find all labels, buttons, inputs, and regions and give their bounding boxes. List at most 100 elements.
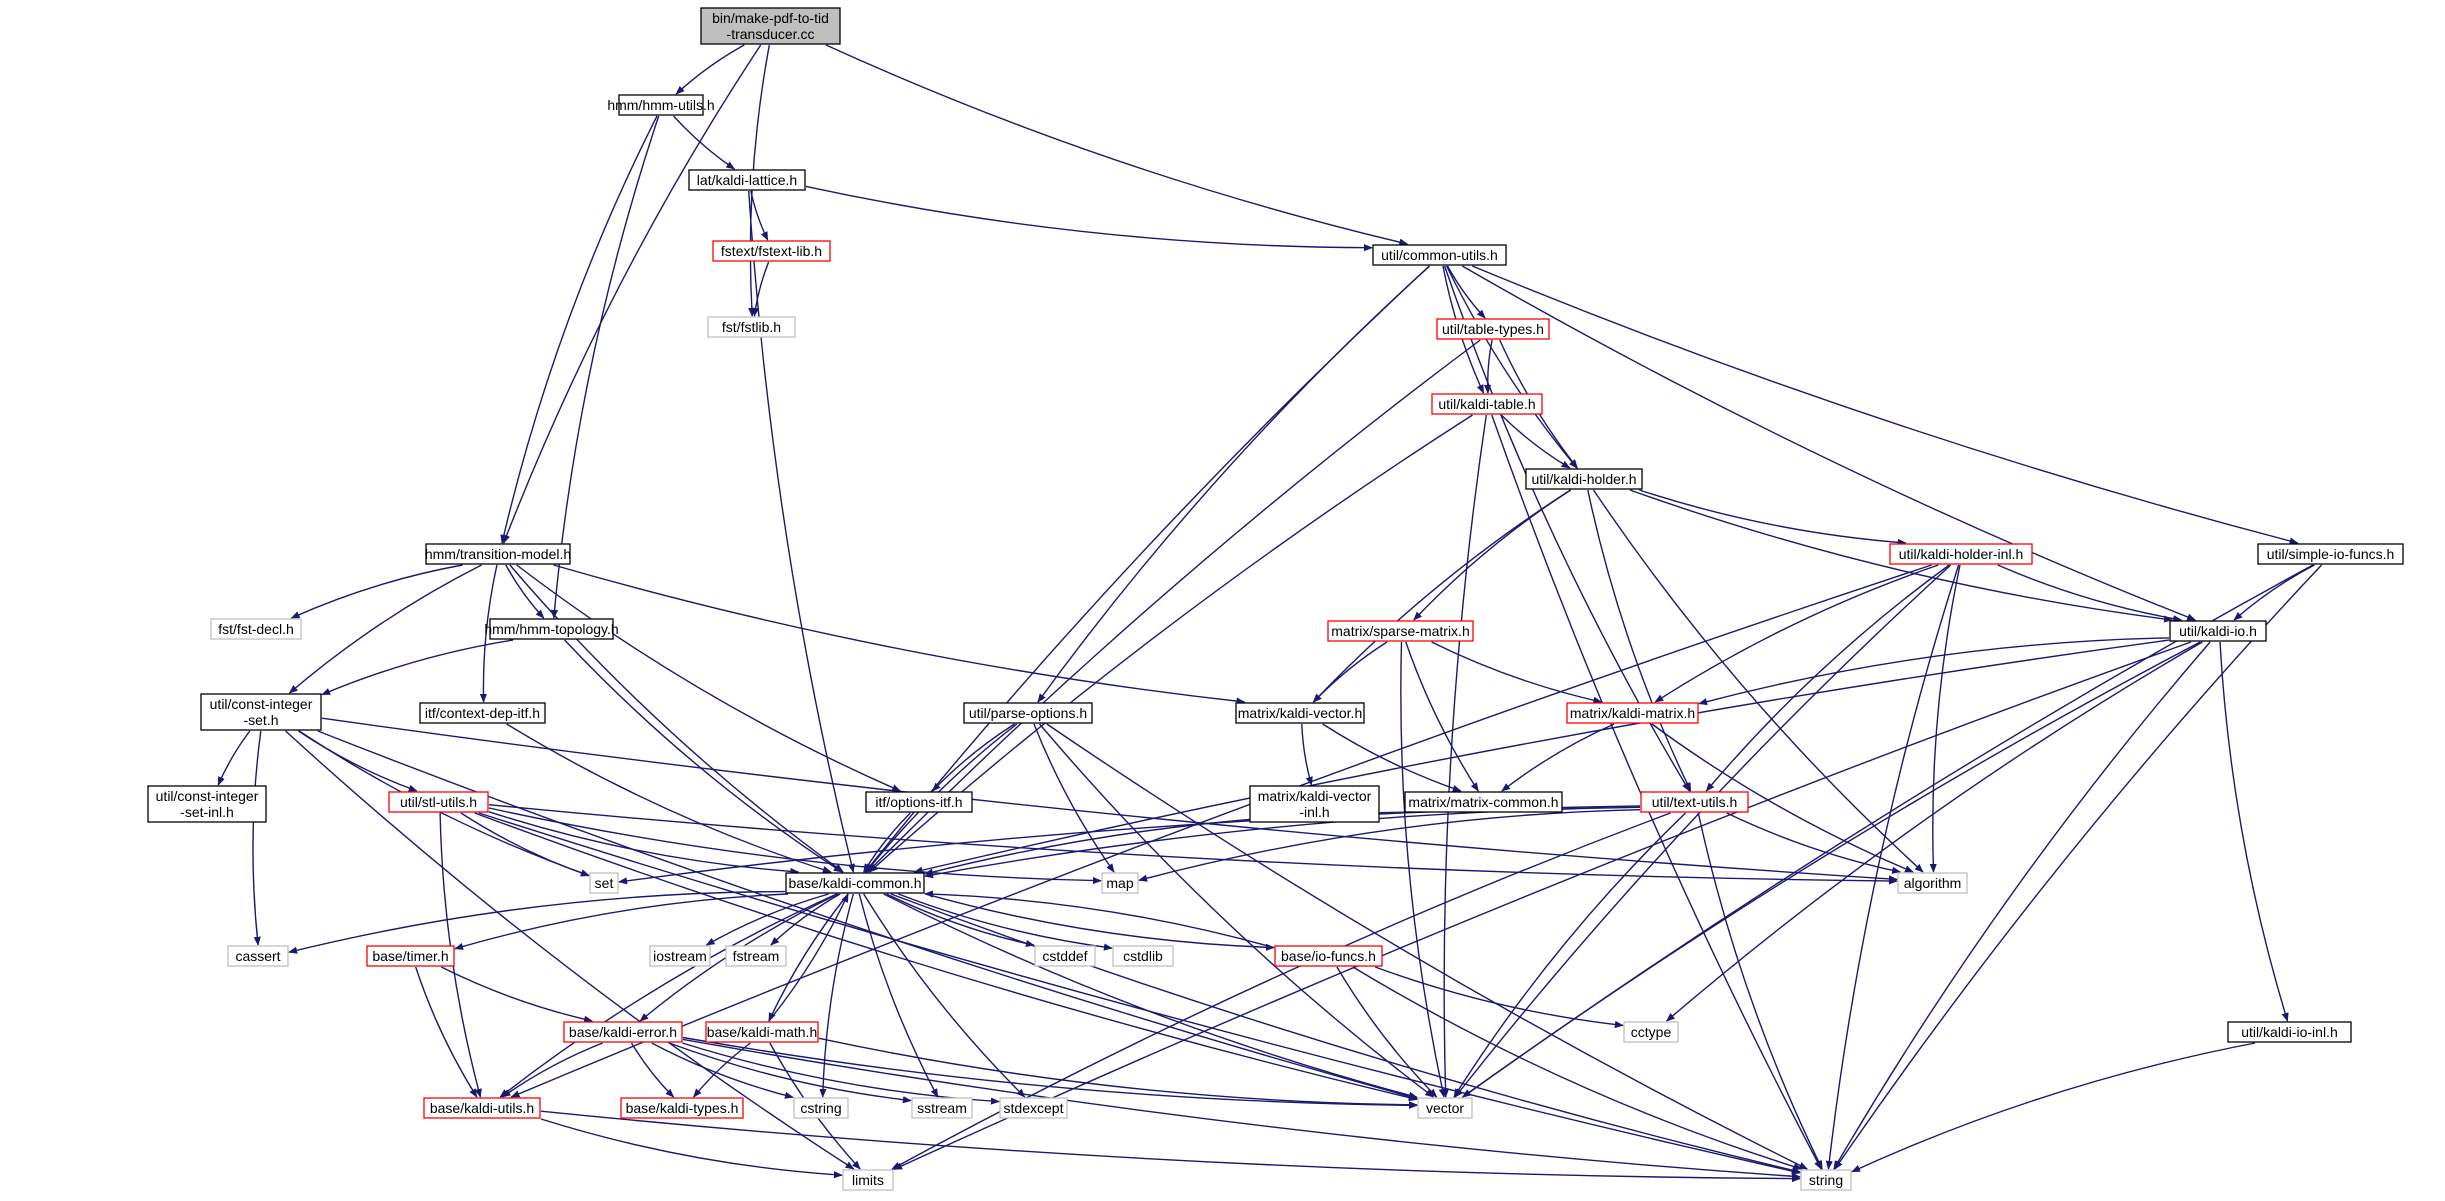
node-kaldi-error[interactable]: base/kaldi-error.h xyxy=(563,1021,683,1043)
node-kaldi-utils[interactable]: base/kaldi-utils.h xyxy=(423,1097,541,1119)
node-hmm-utils[interactable]: hmm/hmm-utils.h xyxy=(607,94,715,116)
node-label: util/kaldi-holder.h xyxy=(1531,471,1636,487)
node-box xyxy=(589,872,619,894)
node-transition-model[interactable]: hmm/transition-model.h xyxy=(425,543,571,565)
edge-kaldi_io_inl-to-string xyxy=(1851,1042,2256,1173)
edge-transition_model-to-kaldi_common xyxy=(509,564,844,873)
edge-table_types-to-kaldi_common xyxy=(867,339,1481,873)
node-label: -set.h xyxy=(243,712,278,728)
node-label: util/common-utils.h xyxy=(1381,247,1498,263)
node-box xyxy=(705,1021,819,1043)
node-iostream: iostream xyxy=(649,945,711,967)
node-label: hmm/transition-model.h xyxy=(425,546,571,562)
node-const-integer-set[interactable]: util/const-integer-set.h xyxy=(200,693,322,731)
node-timer[interactable]: base/timer.h xyxy=(366,945,455,967)
node-cstring: cstring xyxy=(793,1097,849,1119)
node-kaldi-holder[interactable]: util/kaldi-holder.h xyxy=(1525,468,1643,490)
node-text-utils[interactable]: util/text-utils.h xyxy=(1640,791,1749,813)
node-string: string xyxy=(1800,1169,1852,1191)
edge-stl_utils-to-kaldi_common xyxy=(488,811,800,876)
node-label: vector xyxy=(1426,1100,1464,1116)
edge-kaldi_holder-to-sparse_matrix xyxy=(1413,489,1572,621)
edge-kaldi_common-to-cstring xyxy=(819,893,854,1098)
node-kaldi-types[interactable]: base/kaldi-types.h xyxy=(620,1097,744,1119)
edge-hmm_utils-to-kaldi_lattice xyxy=(673,115,736,170)
edge-stl_utils-to-string xyxy=(478,812,1801,1175)
node-sparse-matrix[interactable]: matrix/sparse-matrix.h xyxy=(1327,620,1474,642)
edge-kaldi_io-to-kaldi_matrix xyxy=(1698,637,2170,706)
node-context-dep-itf[interactable]: itf/context-dep-itf.h xyxy=(419,702,546,724)
edge-kaldi_utils-to-string xyxy=(540,1110,1801,1183)
node-matrix-common[interactable]: matrix/matrix-common.h xyxy=(1404,791,1563,813)
node-kaldi-vector-inl[interactable]: matrix/kaldi-vector-inl.h xyxy=(1249,785,1380,823)
node-label: itf/context-dep-itf.h xyxy=(425,705,540,721)
edge-simple_io_funcs-to-string xyxy=(1834,564,2323,1170)
node-box xyxy=(1404,791,1563,813)
node-box xyxy=(2227,1021,2352,1043)
node-box xyxy=(1372,244,1507,266)
node-kaldi-table[interactable]: util/kaldi-table.h xyxy=(1431,393,1543,415)
node-kaldi-common[interactable]: base/kaldi-common.h xyxy=(785,872,925,894)
edge-text_utils-to-string xyxy=(1697,812,1823,1170)
node-label: base/kaldi-error.h xyxy=(569,1024,677,1040)
node-label: iostream xyxy=(653,948,707,964)
edge-transition_model-to-fst_decl xyxy=(290,564,463,619)
node-box xyxy=(1327,620,1474,642)
node-label: map xyxy=(1106,875,1133,891)
node-label: base/timer.h xyxy=(372,948,448,964)
node-kaldi-matrix[interactable]: matrix/kaldi-matrix.h xyxy=(1566,702,1699,724)
edge-kaldi_holder_inl-to-kaldi_io xyxy=(1997,564,2183,623)
node-cstddef: cstddef xyxy=(1034,945,1096,967)
node-options-itf[interactable]: itf/options-itf.h xyxy=(865,791,973,813)
edge-kaldi_common-to-cstddef xyxy=(886,893,1035,947)
node-box xyxy=(911,1097,973,1119)
node-kaldi-io[interactable]: util/kaldi-io.h xyxy=(2169,620,2267,642)
node-box xyxy=(2169,620,2267,642)
edge-parse_options-to-vector xyxy=(1039,723,1435,1098)
node-kaldi-math[interactable]: base/kaldi-math.h xyxy=(705,1021,819,1043)
edge-kaldi_io-to-vector xyxy=(1462,641,2201,1098)
edge-common_utils-to-kaldi_holder xyxy=(1445,265,1578,469)
edge-kaldi_vector-to-kaldi_vector_inl xyxy=(1301,723,1313,786)
edge-kaldi_error-to-kaldi_utils xyxy=(501,1042,603,1098)
node-kaldi-holder-inl[interactable]: util/kaldi-holder-inl.h xyxy=(1889,543,2033,565)
node-fstlib: fst/fstlib.h xyxy=(707,316,796,338)
edge-text_utils-to-map xyxy=(1138,809,1641,882)
node-root[interactable]: bin/make-pdf-to-tid-transducer.cc xyxy=(700,7,841,45)
node-label: base/kaldi-utils.h xyxy=(430,1100,534,1116)
edge-sparse_matrix-to-kaldi_vector xyxy=(1312,641,1388,703)
node-label: hmm/hmm-topology.h xyxy=(484,621,618,637)
node-kaldi-io-inl[interactable]: util/kaldi-io-inl.h xyxy=(2227,1021,2352,1043)
edge-kaldi_holder_inl-to-vector xyxy=(1454,564,1952,1098)
node-const-integer-set-inl[interactable]: util/const-integer-set-inl.h xyxy=(147,785,267,823)
edge-hmm_topology-to-const_integer_set xyxy=(321,639,514,696)
node-box xyxy=(688,169,806,191)
node-fstext-lib[interactable]: fstext/fstext-lib.h xyxy=(712,240,831,262)
node-box xyxy=(1525,468,1643,490)
edge-kaldi_common-to-stdexcept xyxy=(863,893,1026,1098)
node-label: cassert xyxy=(235,948,280,964)
node-kaldi-vector[interactable]: matrix/kaldi-vector.h xyxy=(1235,702,1365,724)
node-label: util/parse-options.h xyxy=(969,705,1087,721)
node-common-utils[interactable]: util/common-utils.h xyxy=(1372,244,1507,266)
node-parse-options[interactable]: util/parse-options.h xyxy=(963,702,1093,724)
node-label: limits xyxy=(852,1172,884,1188)
node-label: util/stl-utils.h xyxy=(400,794,477,810)
node-table-types[interactable]: util/table-types.h xyxy=(1436,318,1550,340)
edge-text_utils-to-algorithm xyxy=(1726,812,1902,874)
node-box xyxy=(210,618,302,640)
node-kaldi-lattice[interactable]: lat/kaldi-lattice.h xyxy=(688,169,806,191)
node-hmm-topology[interactable]: hmm/hmm-topology.h xyxy=(484,618,619,640)
node-box xyxy=(618,94,704,116)
node-label: matrix/kaldi-vector xyxy=(1258,788,1372,804)
node-simple-io-funcs[interactable]: util/simple-io-funcs.h xyxy=(2257,543,2404,565)
node-cassert: cassert xyxy=(227,945,289,967)
edge-sparse_matrix-to-vector xyxy=(1400,641,1446,1098)
node-stl-utils[interactable]: util/stl-utils.h xyxy=(388,791,489,813)
edge-kaldi_table-to-kaldi_holder xyxy=(1500,414,1571,469)
edge-kaldi_common-to-string xyxy=(890,893,1801,1174)
edge-simple_io_funcs-to-kaldi_io xyxy=(2233,564,2315,621)
edge-stl_utils-to-vector xyxy=(474,812,1418,1102)
edge-kaldi_lattice-to-kaldi_common xyxy=(748,190,855,873)
node-io-funcs[interactable]: base/io-funcs.h xyxy=(1274,945,1383,967)
